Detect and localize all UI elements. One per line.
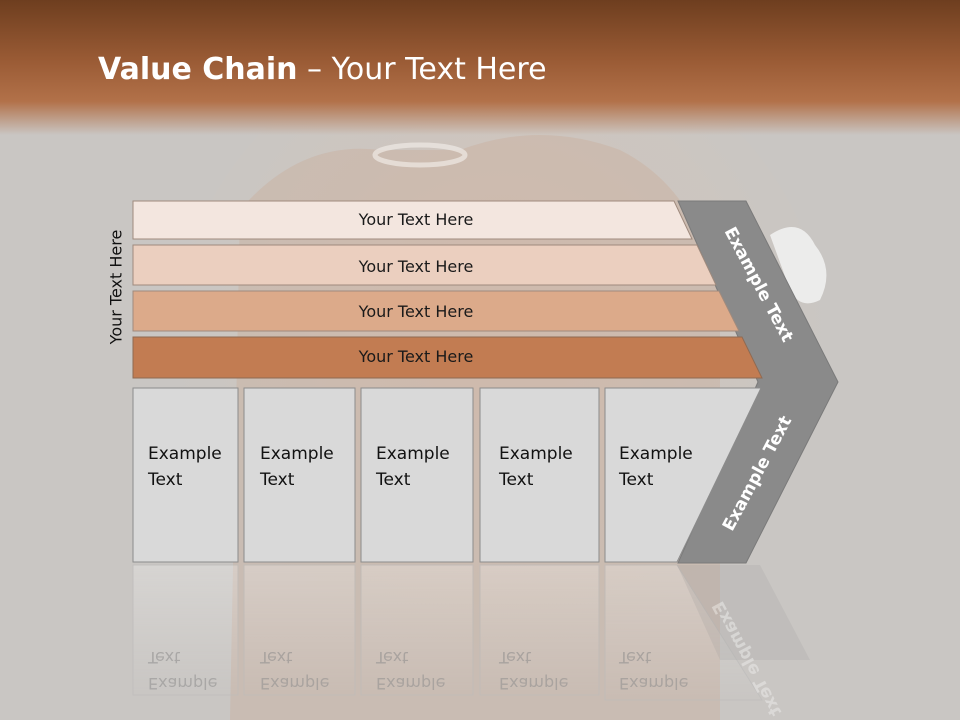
bar-2-label: Your Text Here <box>358 257 474 276</box>
reflection-box <box>132 564 239 696</box>
reflection-label: Text <box>147 648 180 667</box>
reflection-label: Text <box>498 648 531 667</box>
box-3 <box>360 387 474 563</box>
box-3-line1: Example <box>376 444 450 464</box>
reflection-label: Text <box>259 648 292 667</box>
reflection-label: Example <box>619 674 688 693</box>
reflection-label: Example <box>260 674 329 693</box>
reflection-box <box>479 564 600 696</box>
box-2-line2: Text <box>259 470 295 490</box>
box-2 <box>243 387 356 563</box>
bar-1-label: Your Text Here <box>358 210 474 229</box>
title-bold: Value Chain <box>98 52 298 87</box>
reflection-box <box>604 564 763 701</box>
reflection-chevron <box>677 565 810 660</box>
title-rest: – Your Text Here <box>297 52 547 87</box>
box-3-line2: Text <box>375 470 411 490</box>
reflection-label: Example <box>376 674 445 693</box>
box-4-line1: Example <box>499 444 573 464</box>
box-5-line1: Example <box>619 444 693 464</box>
box-1-line2: Text <box>147 470 183 490</box>
box-4 <box>479 387 600 563</box>
box-5 <box>604 387 762 563</box>
bar-4-label: Your Text Here <box>358 347 474 366</box>
box-5-line2: Text <box>618 470 654 490</box>
reflection-label: Text <box>375 648 408 667</box>
header-band <box>0 0 960 135</box>
box-4-line2: Text <box>498 470 534 490</box>
reflection-box <box>243 564 356 696</box>
bar-4 <box>132 336 763 379</box>
reflection-label: Example <box>148 674 217 693</box>
reflection-label: Text <box>618 648 651 667</box>
box-1-line1: Example <box>148 444 222 464</box>
reflection: Example Text Example Text Example Text E… <box>132 564 810 719</box>
activity-boxes: Example Text Example Text Example Text E… <box>132 387 762 563</box>
page-title: Value Chain – Your Text Here <box>98 52 547 87</box>
bar-3-label: Your Text Here <box>358 302 474 321</box>
bar-3 <box>132 290 740 332</box>
activity-bars: Your Text Here Your Text Here Your Text … <box>132 200 763 379</box>
bar-2 <box>132 244 717 286</box>
box-2-line1: Example <box>260 444 334 464</box>
bar-1 <box>132 200 693 240</box>
box-1 <box>132 387 239 563</box>
reflection-box <box>360 564 474 696</box>
reflection-label: Example <box>499 674 568 693</box>
